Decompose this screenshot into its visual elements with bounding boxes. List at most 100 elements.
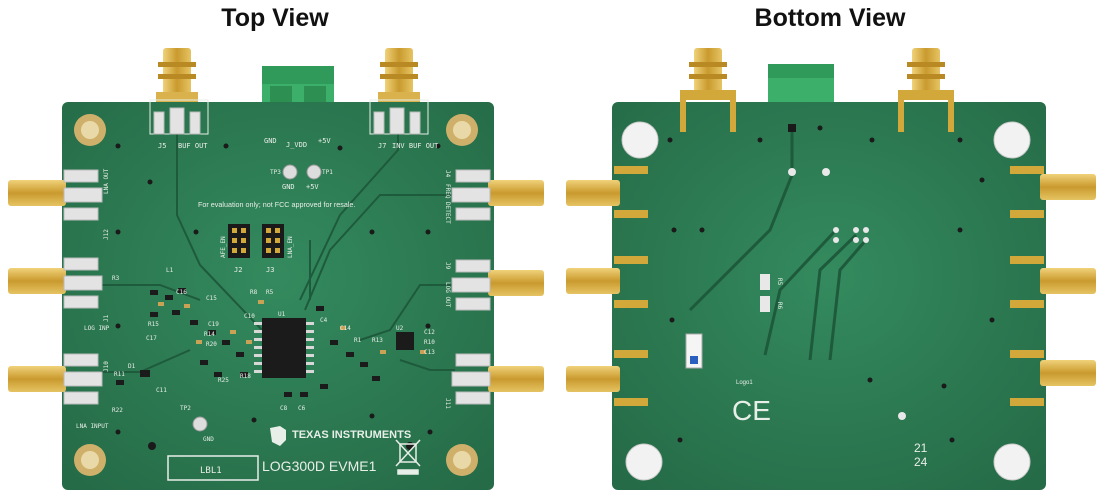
label-u2: U2 (396, 325, 404, 332)
label-c14: C14 (340, 325, 351, 332)
label-tp2-gnd: GND (203, 436, 214, 443)
ti-logo-icon (270, 426, 286, 446)
model-text: LOG300D EVME1 (262, 458, 377, 474)
label-box (167, 455, 259, 481)
label-j3: J3 (266, 266, 274, 274)
brand-text: TEXAS INSTRUMENTS (292, 429, 411, 441)
label-j5: J5 (158, 142, 166, 150)
label-tp1-5v: +5V (306, 183, 319, 191)
top-connector-pads (149, 99, 429, 135)
bottom-code-1: 21 (914, 441, 928, 455)
label-gnd-terminal: GND (264, 137, 277, 145)
top-mounting-holes (74, 114, 478, 476)
bottom-standoffs (621, 121, 1031, 481)
label-bottom-r6: R6 (776, 302, 783, 310)
label-r14: R14 (204, 331, 215, 338)
label-plus5v-terminal: +5V (318, 137, 331, 145)
label-log-inp: LOG INP (84, 325, 110, 332)
label-tp3: TP3 (270, 169, 281, 176)
label-r22: R22 (112, 407, 123, 414)
bottom-sticker (685, 333, 703, 369)
label-lna-out: LNA OUT (103, 168, 110, 194)
label-j-vdd: J_VDD (286, 141, 307, 149)
ic-u2 (396, 332, 414, 350)
label-tp3-gnd: GND (282, 183, 295, 191)
bottom-sma-top-left (689, 48, 727, 92)
label-bottom-r5: R5 (776, 278, 783, 286)
top-pcb (62, 102, 494, 490)
label-inv-buf-out: INV BUF OUT (392, 142, 439, 150)
label-r15: R15 (148, 321, 159, 328)
label-c16: C16 (176, 289, 187, 296)
label-r1: R1 (354, 337, 362, 344)
bottom-view-heading: Bottom View (754, 4, 906, 32)
ic-u1 (254, 318, 314, 378)
bottom-pcb (612, 102, 1046, 490)
top-sma-left-side (8, 169, 103, 405)
label-r25: R25 (218, 377, 229, 384)
label-j12: J12 (103, 229, 110, 240)
label-j9: J9 (444, 262, 451, 270)
fcc-notice: For evaluation only; not FCC approved fo… (198, 200, 355, 209)
label-j11: J11 (444, 398, 451, 409)
component-designators: U1 U2 R3 R8 R5 C10 C4 C14 R1 R13 C12 R10… (112, 267, 435, 414)
label-c12: C12 (424, 329, 435, 336)
label-freq-detect: FREQ DETECT (444, 184, 451, 224)
label-lna-input: LNA INPUT (76, 423, 109, 430)
label-box-text: LBL1 (200, 466, 222, 476)
label-r13: R13 (372, 337, 383, 344)
label-r10: R10 (424, 339, 435, 346)
label-c11: C11 (156, 387, 167, 394)
top-smd-parts (116, 288, 426, 397)
label-r11: R11 (114, 371, 125, 378)
top-test-points (192, 164, 322, 432)
bottom-sma-sides (566, 166, 1096, 406)
label-j7: J7 (378, 142, 386, 150)
label-c19: C19 (208, 321, 219, 328)
label-j10: J10 (103, 361, 110, 372)
ce-mark: CE (732, 395, 771, 426)
label-c8: C8 (280, 405, 288, 412)
top-sma-left (156, 48, 198, 102)
label-r8: R8 (250, 289, 258, 296)
bottom-white-pads (788, 168, 906, 420)
top-board: J5 BUF OUT J7 INV BUF OUT GND J_VDD +5V … (8, 48, 544, 490)
label-r18: R18 (240, 373, 251, 380)
label-c15: C15 (206, 295, 217, 302)
label-d1: D1 (128, 363, 136, 370)
logo-label: Logo1 (736, 380, 753, 386)
top-view-heading: Top View (221, 4, 329, 32)
bottom-resistors: R5 R6 (760, 274, 783, 312)
label-u1: U1 (278, 311, 286, 318)
label-lna-en: LNA_EN (287, 236, 294, 258)
label-c6: C6 (298, 405, 306, 412)
label-c13: C13 (424, 349, 435, 356)
label-l1: L1 (166, 267, 174, 274)
bottom-top-frames (680, 90, 954, 132)
bottom-terminal-block (768, 64, 834, 106)
label-afe-en: AFE_EN (220, 236, 227, 258)
top-sma-right (378, 48, 420, 102)
label-buf-out: BUF OUT (178, 142, 208, 150)
bottom-board: R5 R6 Logo1 CE 21 24 (566, 48, 1096, 490)
top-sma-right-side (451, 169, 544, 405)
label-log-out: LOG OUT (444, 282, 451, 308)
label-r5: R5 (266, 289, 274, 296)
label-j1: J1 (103, 314, 110, 322)
label-j4: J4 (444, 170, 451, 178)
label-r20: R20 (206, 341, 217, 348)
bottom-traces (688, 130, 868, 361)
label-j2: J2 (234, 266, 242, 274)
label-c4: C4 (320, 317, 328, 324)
label-c17: C17 (146, 335, 157, 342)
label-tp1: TP1 (322, 169, 333, 176)
bottom-sma-top-right (907, 48, 945, 92)
label-r3: R3 (112, 275, 120, 282)
label-tp2: TP2 (180, 405, 191, 412)
bottom-code-2: 24 (914, 455, 928, 469)
top-jumpers (228, 224, 284, 258)
bottom-vias (667, 124, 995, 443)
label-c10: C10 (244, 313, 255, 320)
weee-icon (395, 439, 421, 475)
